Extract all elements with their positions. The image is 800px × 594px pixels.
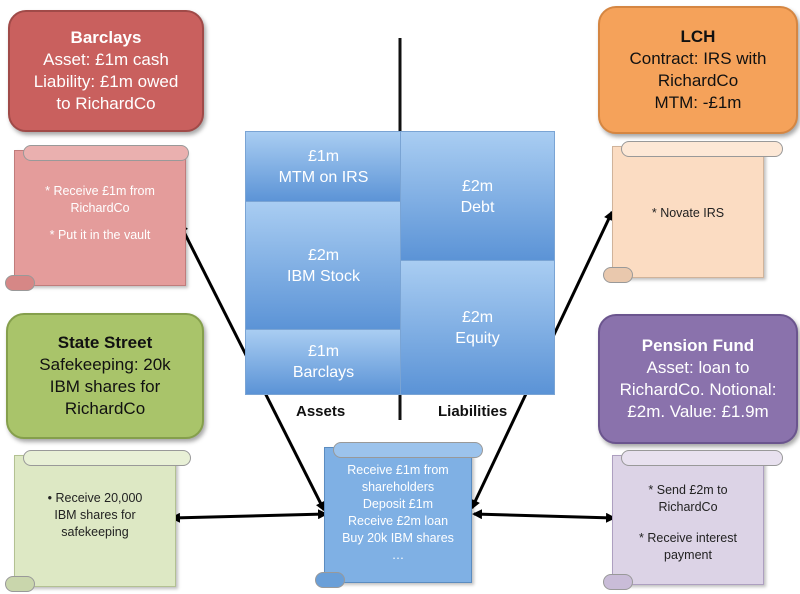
asset-mtm-on-irs: £1m MTM on IRS <box>245 131 402 203</box>
liability-equity: £2m Equity <box>400 260 555 395</box>
scroll-bottom-roll <box>603 574 633 590</box>
assets-header: Assets <box>296 403 346 420</box>
liability-amount: £2m <box>461 308 494 326</box>
asset-label: IBM Stock <box>287 268 360 285</box>
scroll-line: Receive £2m loan <box>347 514 449 528</box>
scroll-top-roll <box>621 450 783 466</box>
scroll-line: • Receive 20,000 <box>47 491 143 505</box>
barclays-title: Barclays <box>70 28 142 47</box>
state-street-scroll: • Receive 20,000 IBM shares for safekeep… <box>5 450 191 592</box>
scroll-bottom-roll <box>603 267 633 283</box>
scroll-line: * Receive £1m from <box>45 184 155 198</box>
lch-line: MTM: -£1m <box>654 93 742 112</box>
liability-label: Debt <box>460 198 495 216</box>
lch-scroll: * Novate IRS <box>603 141 783 283</box>
pension-fund-scroll: * Send £2m to RichardCo * Receive intere… <box>603 450 783 590</box>
scroll-line: IBM shares for <box>54 508 136 522</box>
asset-ibm-stock: £2m IBM Stock <box>245 201 402 331</box>
scroll-line <box>15 217 185 227</box>
scroll-top-roll <box>333 442 483 458</box>
scroll-line: RichardCo <box>70 201 130 215</box>
lch-line: RichardCo <box>657 71 739 90</box>
scroll-bottom-roll <box>315 572 345 588</box>
barclays-line: to RichardCo <box>56 94 156 113</box>
scroll-line: … <box>391 548 405 562</box>
asset-amount: £2m <box>307 247 340 264</box>
lch-title: LCH <box>680 27 716 46</box>
scroll-line: * Novate IRS <box>651 206 725 220</box>
pension-fund-line: Asset: loan to <box>646 358 750 377</box>
scroll-line: * Receive interest <box>639 531 737 545</box>
scroll-line <box>613 516 763 530</box>
liability-debt: £2m Debt <box>400 131 555 262</box>
barclays-scroll: * Receive £1m from RichardCo * Put it in… <box>5 145 189 291</box>
lch-line: Contract: IRS with <box>629 49 767 68</box>
scroll-top-roll <box>621 141 783 157</box>
liabilities-header: Liabilities <box>438 403 508 420</box>
scroll-line: payment <box>664 548 712 562</box>
scroll-line: * Put it in the vault <box>49 228 151 242</box>
scroll-line: RichardCo <box>658 500 718 514</box>
asset-barclays: £1m Barclays <box>245 329 402 395</box>
state-street-line: RichardCo <box>64 399 146 418</box>
state-street-title: State Street <box>57 333 153 352</box>
asset-amount: £1m <box>307 148 340 165</box>
barclays-line: Asset: £1m cash <box>43 50 169 69</box>
state-street-box: State Street Safekeeping: 20k IBM shares… <box>6 313 204 439</box>
scroll-top-roll <box>23 450 191 466</box>
scroll-line: Buy 20k IBM shares <box>342 531 454 545</box>
asset-label: Barclays <box>292 364 355 381</box>
scroll-line: safekeeping <box>61 525 129 539</box>
pension-fund-box: Pension Fund Asset: loan to RichardCo. N… <box>598 314 798 444</box>
arrow-pension-richardco <box>472 509 616 523</box>
scroll-bottom-roll <box>5 275 35 291</box>
barclays-line: Liability: £1m owed <box>33 72 179 91</box>
arrow-statestreet-richardco <box>170 509 328 523</box>
pension-fund-title: Pension Fund <box>641 336 755 355</box>
asset-label: MTM on IRS <box>278 169 369 186</box>
richardco-scroll: Receive £1m from shareholders Deposit £1… <box>315 442 483 588</box>
liability-label: Equity <box>455 329 500 347</box>
liability-amount: £2m <box>461 177 494 195</box>
scroll-line: shareholders <box>361 480 435 494</box>
pension-fund-line: RichardCo. Notional: <box>619 380 777 399</box>
scroll-line: Deposit £1m <box>362 497 434 511</box>
pension-fund-line: £2m. Value: £1.9m <box>627 402 769 421</box>
state-street-line: IBM shares for <box>49 377 161 396</box>
scroll-line: * Send £2m to <box>648 483 728 497</box>
barclays-box: Barclays Asset: £1m cash Liability: £1m … <box>8 10 204 132</box>
scroll-line: Receive £1m from <box>347 463 449 477</box>
scroll-bottom-roll <box>5 576 35 592</box>
scroll-top-roll <box>23 145 189 161</box>
lch-box: LCH Contract: IRS with RichardCo MTM: -£… <box>598 6 798 134</box>
asset-amount: £1m <box>307 343 340 360</box>
state-street-line: Safekeeping: 20k <box>39 355 171 374</box>
